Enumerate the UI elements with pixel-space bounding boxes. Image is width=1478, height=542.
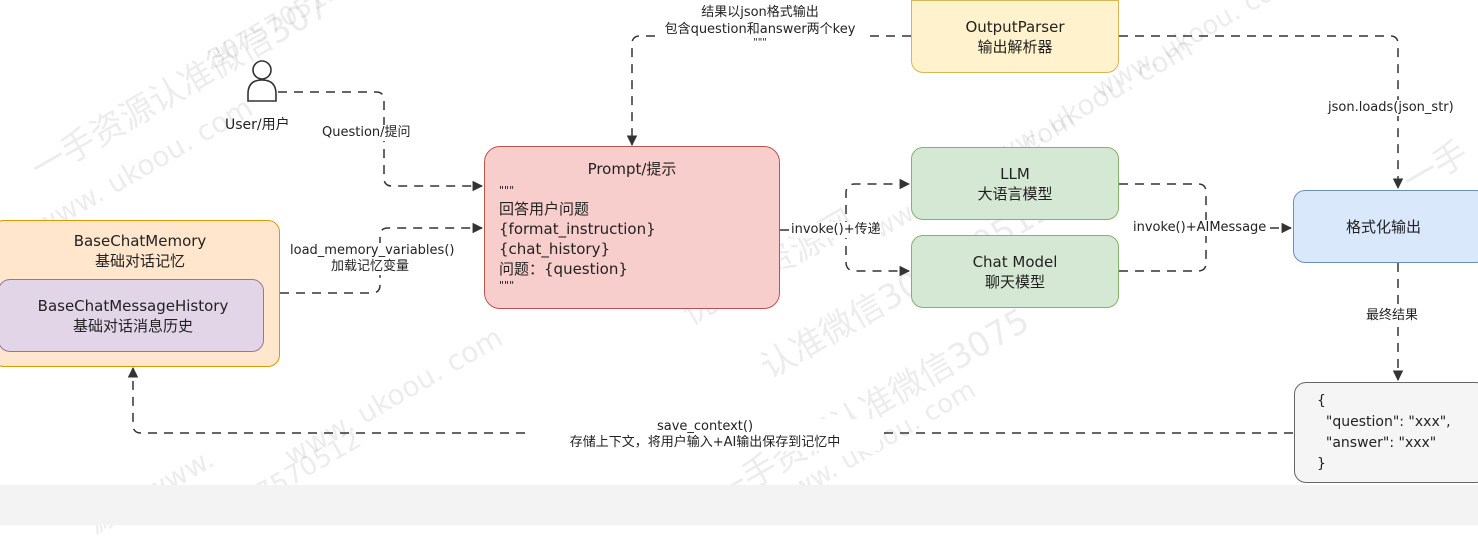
question-label: Question/提问 [322,125,411,141]
edge-parser-to-prompt [626,35,911,147]
save-context-title: save_context() [656,419,754,434]
prompt-line: """ [499,184,515,197]
format-note-line: 包含question和answer两个key [664,22,856,37]
llm-subtitle: 大语言模型 [977,184,1053,203]
edge-llm-to-merge [1119,183,1207,228]
history-title: BaseChatMessageHistory [37,296,229,315]
llm-title: LLM [1000,164,1030,183]
format-note-line: """ [655,0,865,4]
prompt-title: Prompt/提示 [587,160,677,178]
user-label: User/用户 [225,117,290,133]
invoke-aimessage-label: invoke()+AIMessage [1133,220,1267,236]
edge-chat-to-merge [1119,228,1207,272]
save-context-subtitle: 存储上下文，将用户输入+AI输出保存到记忆中 [569,435,841,450]
format-output-node: 格式化输出 [1293,190,1478,263]
prompt-line: 回答用户问题 [499,200,590,218]
prompt-node: Prompt/提示 """ 回答用户问题 {format_instruction… [484,146,780,309]
chat-model-title: Chat Model [972,252,1058,271]
prompt-line: {format_instruction} [499,220,656,238]
edge-to-chat-model [845,230,911,277]
result-line: "answer": "xxx" [1317,434,1437,451]
invoke-pass-label: invoke()+传递 [791,222,881,238]
format-output-label: 格式化输出 [1345,217,1421,236]
json-loads-label: json.loads(json_str) [1328,100,1454,116]
result-line: { [1317,392,1326,409]
edge-parser-to-format [1119,35,1404,190]
prompt-line: """ [499,279,515,292]
load-memory-title: load_memory_variables() [290,243,455,258]
result-node: { "question": "xxx", "answer": "xxx" } [1294,382,1478,483]
prompt-line: 问题：{question} [499,260,628,278]
load-memory-label: load_memory_variables() 加载记忆变量 [290,243,455,275]
chat-model-subtitle: 聊天模型 [984,272,1045,291]
prompt-line: {chat_history} [499,240,611,258]
memory-title: BaseChatMemory [73,232,207,250]
memory-subtitle: 基础对话记忆 [94,252,185,270]
format-note-line: 结果以json格式输出 [701,5,819,20]
llm-node: LLM 大语言模型 [911,147,1119,220]
result-line: } [1317,455,1326,472]
bottom-margin [0,485,1478,525]
format-note-line: """ [753,37,767,48]
history-subtitle: 基础对话消息历史 [72,316,193,335]
output-parser-subtitle: 输出解析器 [977,37,1053,56]
output-parser-title: OutputParser [965,17,1065,36]
final-result-label: 最终结果 [1366,308,1419,324]
person-icon [247,60,277,102]
result-line: "question": "xxx", [1317,413,1451,430]
format-note-label: """ 结果以json格式输出 包含question和answer两个key "… [655,0,865,48]
chat-model-node: Chat Model 聊天模型 [911,235,1119,308]
edge-result-to-memory [127,366,1293,434]
history-node: BaseChatMessageHistory 基础对话消息历史 [0,279,264,352]
output-parser-node: OutputParser 输出解析器 [911,0,1119,73]
save-context-label: save_context() 存储上下文，将用户输入+AI输出保存到记忆中 [530,419,880,451]
load-memory-subtitle: 加载记忆变量 [330,259,409,274]
edge-to-llm [845,178,911,230]
